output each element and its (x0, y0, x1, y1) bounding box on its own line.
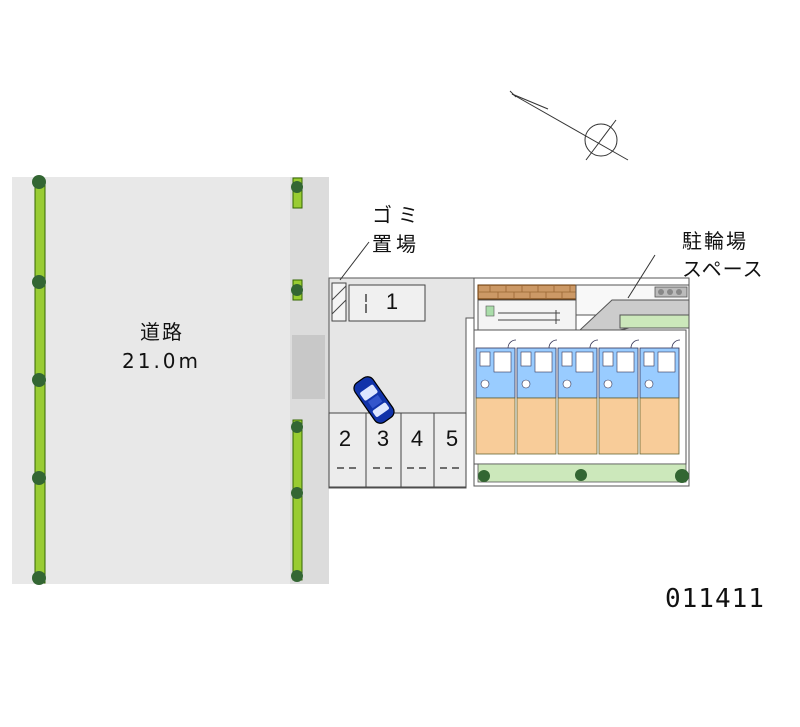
driveway-entrance (292, 335, 325, 399)
tree-icon (478, 469, 689, 483)
apartment-unit (639, 339, 681, 455)
bicycle-parking-label: 駐輪場 (682, 229, 748, 253)
right-hedge (291, 177, 303, 582)
parking-slot-number: 1 (385, 289, 399, 314)
parking-slot-number: 5 (445, 426, 459, 451)
apartment-unit (598, 339, 640, 455)
parking-slot-1 (348, 284, 426, 322)
entrance-area (477, 299, 577, 331)
parking-slots-row (328, 412, 467, 488)
road-surface (12, 177, 329, 584)
left-hedge (32, 175, 46, 585)
car-icon (353, 376, 395, 424)
apartment-unit (475, 339, 517, 455)
road-label: 道路 (140, 320, 184, 344)
garbage-area-box (331, 282, 347, 322)
parking-slot-number: 3 (376, 426, 390, 451)
apartment-unit (516, 339, 558, 455)
bicycle-parking-label-line2: スペース (682, 257, 764, 281)
garbage-area-label-line2: 置場 (372, 232, 420, 256)
apartment-unit (557, 339, 599, 455)
garbage-area-label: ゴミ (372, 203, 424, 227)
parking-slot-number: 4 (410, 426, 424, 451)
parking-slot-number: 2 (338, 426, 352, 451)
property-id: 011411 (665, 584, 765, 614)
road-width-label: 21.0m (122, 349, 202, 373)
north-compass-icon (509, 90, 629, 161)
